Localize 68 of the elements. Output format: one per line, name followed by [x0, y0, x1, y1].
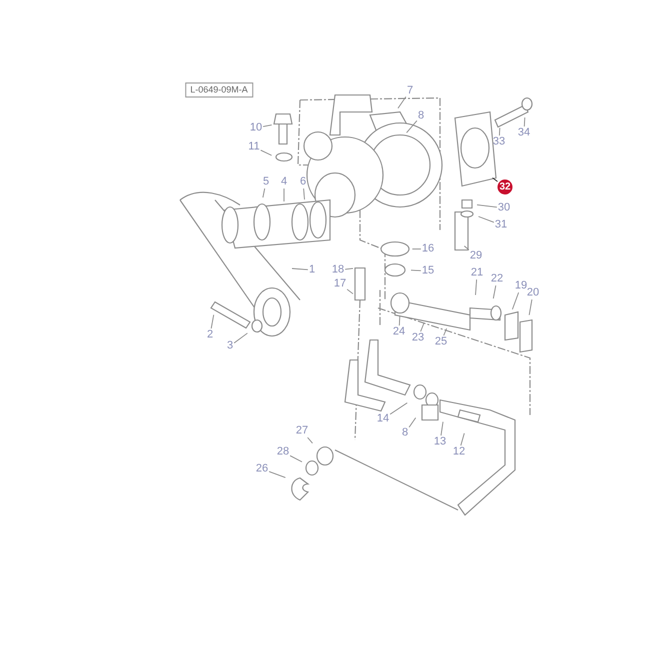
callout-number: 5: [262, 176, 270, 188]
leader-line: [524, 117, 526, 127]
leader-line: [440, 421, 444, 436]
leader-line: [344, 268, 354, 270]
leader-line: [398, 96, 406, 109]
callout-number: 25: [434, 336, 448, 348]
callout-number: 27: [294, 424, 310, 438]
leader-line: [346, 288, 354, 294]
callout-number: 3: [226, 340, 234, 352]
callout-number: 32: [498, 180, 512, 194]
callout-number: 10: [248, 122, 264, 134]
callout-number: 1: [308, 264, 316, 276]
leader-line: [210, 314, 214, 329]
callout-number: 18: [330, 264, 346, 276]
callout-number: 14: [376, 412, 390, 426]
leader-line: [492, 177, 498, 182]
leader-line: [406, 120, 418, 134]
callout-number: 30: [496, 202, 512, 214]
leader-line: [412, 248, 422, 250]
callout-number: 2: [206, 328, 214, 342]
callout-number: 20: [526, 286, 540, 300]
callout-number: 8: [400, 426, 410, 440]
callout-number: 26: [254, 462, 270, 476]
leader-line: [512, 292, 520, 310]
leader-line: [292, 268, 308, 270]
leader-line: [460, 432, 465, 446]
leader-line: [408, 417, 416, 428]
leader-line: [268, 471, 286, 478]
leader-line: [390, 402, 408, 415]
leader-line: [498, 127, 500, 136]
leader-line: [262, 124, 272, 128]
callout-number: 28: [276, 446, 290, 458]
callout-number: 8: [416, 110, 426, 122]
leader-line: [420, 322, 425, 332]
leader-line: [528, 299, 532, 316]
callout-number: 4: [280, 176, 288, 188]
callout-number: 11: [247, 140, 261, 154]
callout-number: 6: [298, 176, 308, 188]
leader-line: [410, 270, 422, 272]
leader-line: [476, 204, 498, 208]
callout-number: 17: [332, 278, 348, 290]
leader-line: [234, 332, 248, 344]
callout-number: 24: [392, 326, 406, 338]
leader-line: [475, 279, 478, 296]
callout-number: 12: [452, 446, 466, 458]
callout-number: 34: [516, 126, 532, 140]
leader-line: [492, 285, 496, 299]
callout-number: 15: [420, 264, 436, 278]
callout-number: 21: [470, 266, 484, 280]
leader-line: [443, 328, 448, 336]
leader-line: [464, 246, 470, 250]
callout-number: 33: [492, 136, 506, 148]
drawing-reference-number: L-0649-09M-A: [185, 82, 253, 98]
callout-number: 13: [432, 436, 448, 448]
callout-number: 7: [406, 84, 414, 98]
leader-line: [398, 316, 400, 326]
callout-number: 22: [490, 272, 504, 286]
callout-number: 29: [468, 250, 484, 262]
leader-line: [262, 188, 266, 198]
leader-line: [303, 188, 305, 200]
callout-number: 23: [410, 332, 426, 344]
leader-line: [478, 216, 494, 223]
leader-line: [260, 150, 272, 156]
callout-number: 31: [494, 218, 508, 232]
leader-line: [307, 437, 313, 444]
callout-number: 16: [420, 242, 436, 256]
callout-number: 19: [514, 280, 528, 292]
leader-line: [290, 455, 302, 462]
